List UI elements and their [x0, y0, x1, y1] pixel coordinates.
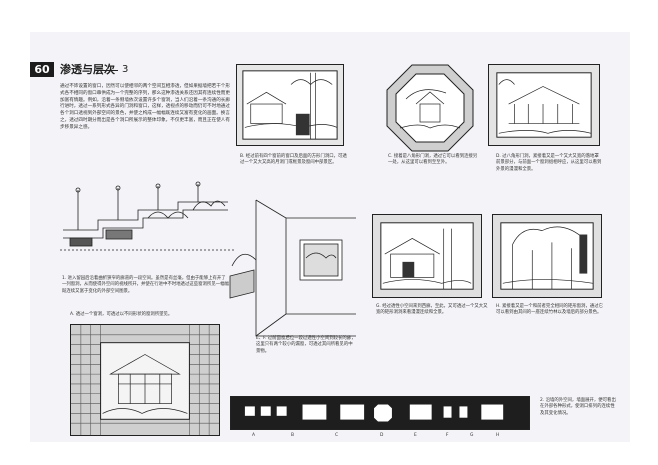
book-page: 60 渗透与层次 3 通过不饰设置的窗口，因然可以使相邻的两个空间互相渗透，但如… [30, 32, 630, 442]
wall-elevation-strip [230, 396, 530, 430]
elevation-label-A: A [252, 433, 256, 438]
elevation-label-G: G [470, 433, 474, 438]
page-number: 60 [30, 62, 54, 77]
sketch-H-window [492, 214, 602, 298]
sketch-D-window [488, 64, 600, 146]
caption-1: 1. 进入留园后沿着曲折狭窄的廊道的一段空间。虽然是有丝毫，但由于能够上有开了一… [62, 276, 229, 294]
sketch-G-window [372, 214, 482, 298]
elevation-label-H: H [496, 433, 500, 438]
elevation-label-B: B [291, 433, 295, 438]
caption-EF: E、F. 过前面窗后位一段过透性小空间到较长的廊，这里只有两个较小的漏窗，可透过… [256, 336, 356, 354]
caption-A: A. 透过一个窗洞，可透过以不同形状的窗洞所望见。 [70, 312, 173, 317]
section-plan-drawing [58, 180, 236, 268]
caption-H: H. 紧接着又是一个和前者完全相同的矩形窗洞，通过它可以看到由其间的一座连续竹林… [496, 304, 604, 316]
caption-B: B. 经过前有四个窗前的窗口及后面的方形门洞口，可透过一个又大又高的月洞门或框景… [240, 154, 347, 166]
caption-D: D. 过八角形门洞，紧接着又是一个又大又宽的落地罩前景部分，与前面一个窗洞组相呼… [496, 154, 602, 172]
sketch-B-window [236, 64, 344, 146]
title-section-number: 3 [122, 64, 129, 75]
sketch-C-octagon-door [386, 64, 474, 152]
caption-G: G. 经过透性小空间来到西廊，至此，又可透过一个又大又宽的矩形洞洞来看漫漫连续和… [376, 304, 488, 316]
elevation-label-E: E [414, 433, 417, 438]
elevation-label-C: C [335, 433, 339, 438]
sketch-A-lattice-window [70, 324, 220, 436]
caption-2: 2. 沿墙的外空间，墙面展开，便可看出在外部各种形式，使洞口排列的连续性及其变化… [540, 398, 616, 416]
intro-paragraph: 通过不饰设置的窗口，因然可以使相邻的两个空间互相渗透，但如果据墙把若干个形式各不… [60, 84, 230, 130]
sketch-EF-corridor [226, 196, 358, 344]
caption-C: C. 接着是八角形门洞，透过它可以看到连接另一处，从这里可以看到至至外。 [388, 154, 478, 166]
elevation-label-D: D [380, 433, 384, 438]
title-rule [100, 70, 118, 71]
elevation-label-F: F [446, 433, 449, 438]
page-title: 渗透与层次 [60, 63, 115, 76]
